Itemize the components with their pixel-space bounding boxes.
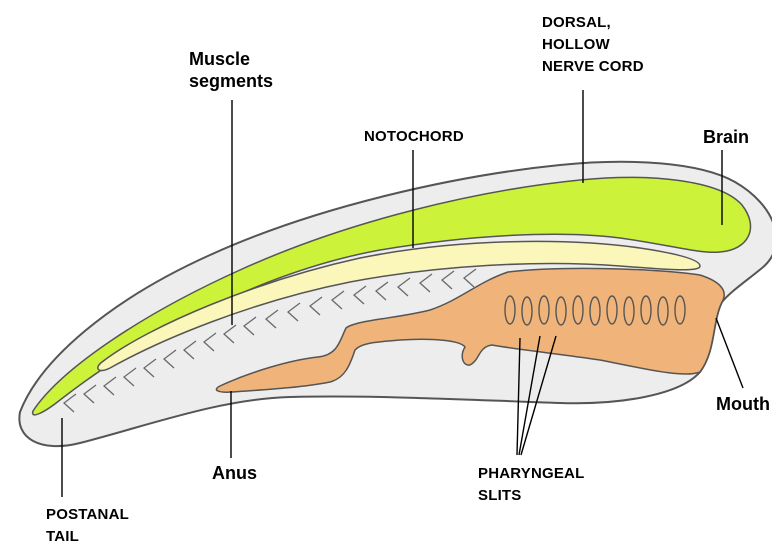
label-muscle-line-1: Muscle [189, 48, 273, 70]
label-pharyngeal-line-2: SLITS [478, 485, 584, 507]
label-dorsal-line-1: DORSAL, [542, 12, 644, 34]
label-pharyngeal-line-1: PHARYNGEAL [478, 463, 584, 485]
label-muscle-segments: Muscle segments [189, 48, 273, 92]
leader-line-mouth [716, 318, 743, 388]
label-anus: Anus [212, 462, 257, 484]
label-postanal-line-2: TAIL [46, 526, 129, 548]
label-mouth: Mouth [716, 393, 770, 415]
label-postanal-tail: POSTANAL TAIL [46, 504, 129, 548]
label-postanal-line-1: POSTANAL [46, 504, 129, 526]
label-dorsal-nerve-cord: DORSAL, HOLLOW NERVE CORD [542, 12, 644, 78]
label-notochord: NOTOCHORD [364, 126, 464, 148]
label-pharyngeal-slits: PHARYNGEAL SLITS [478, 463, 584, 507]
label-muscle-line-2: segments [189, 70, 273, 92]
label-dorsal-line-2: HOLLOW [542, 34, 644, 56]
label-dorsal-line-3: NERVE CORD [542, 56, 644, 78]
label-brain: Brain [703, 126, 749, 148]
